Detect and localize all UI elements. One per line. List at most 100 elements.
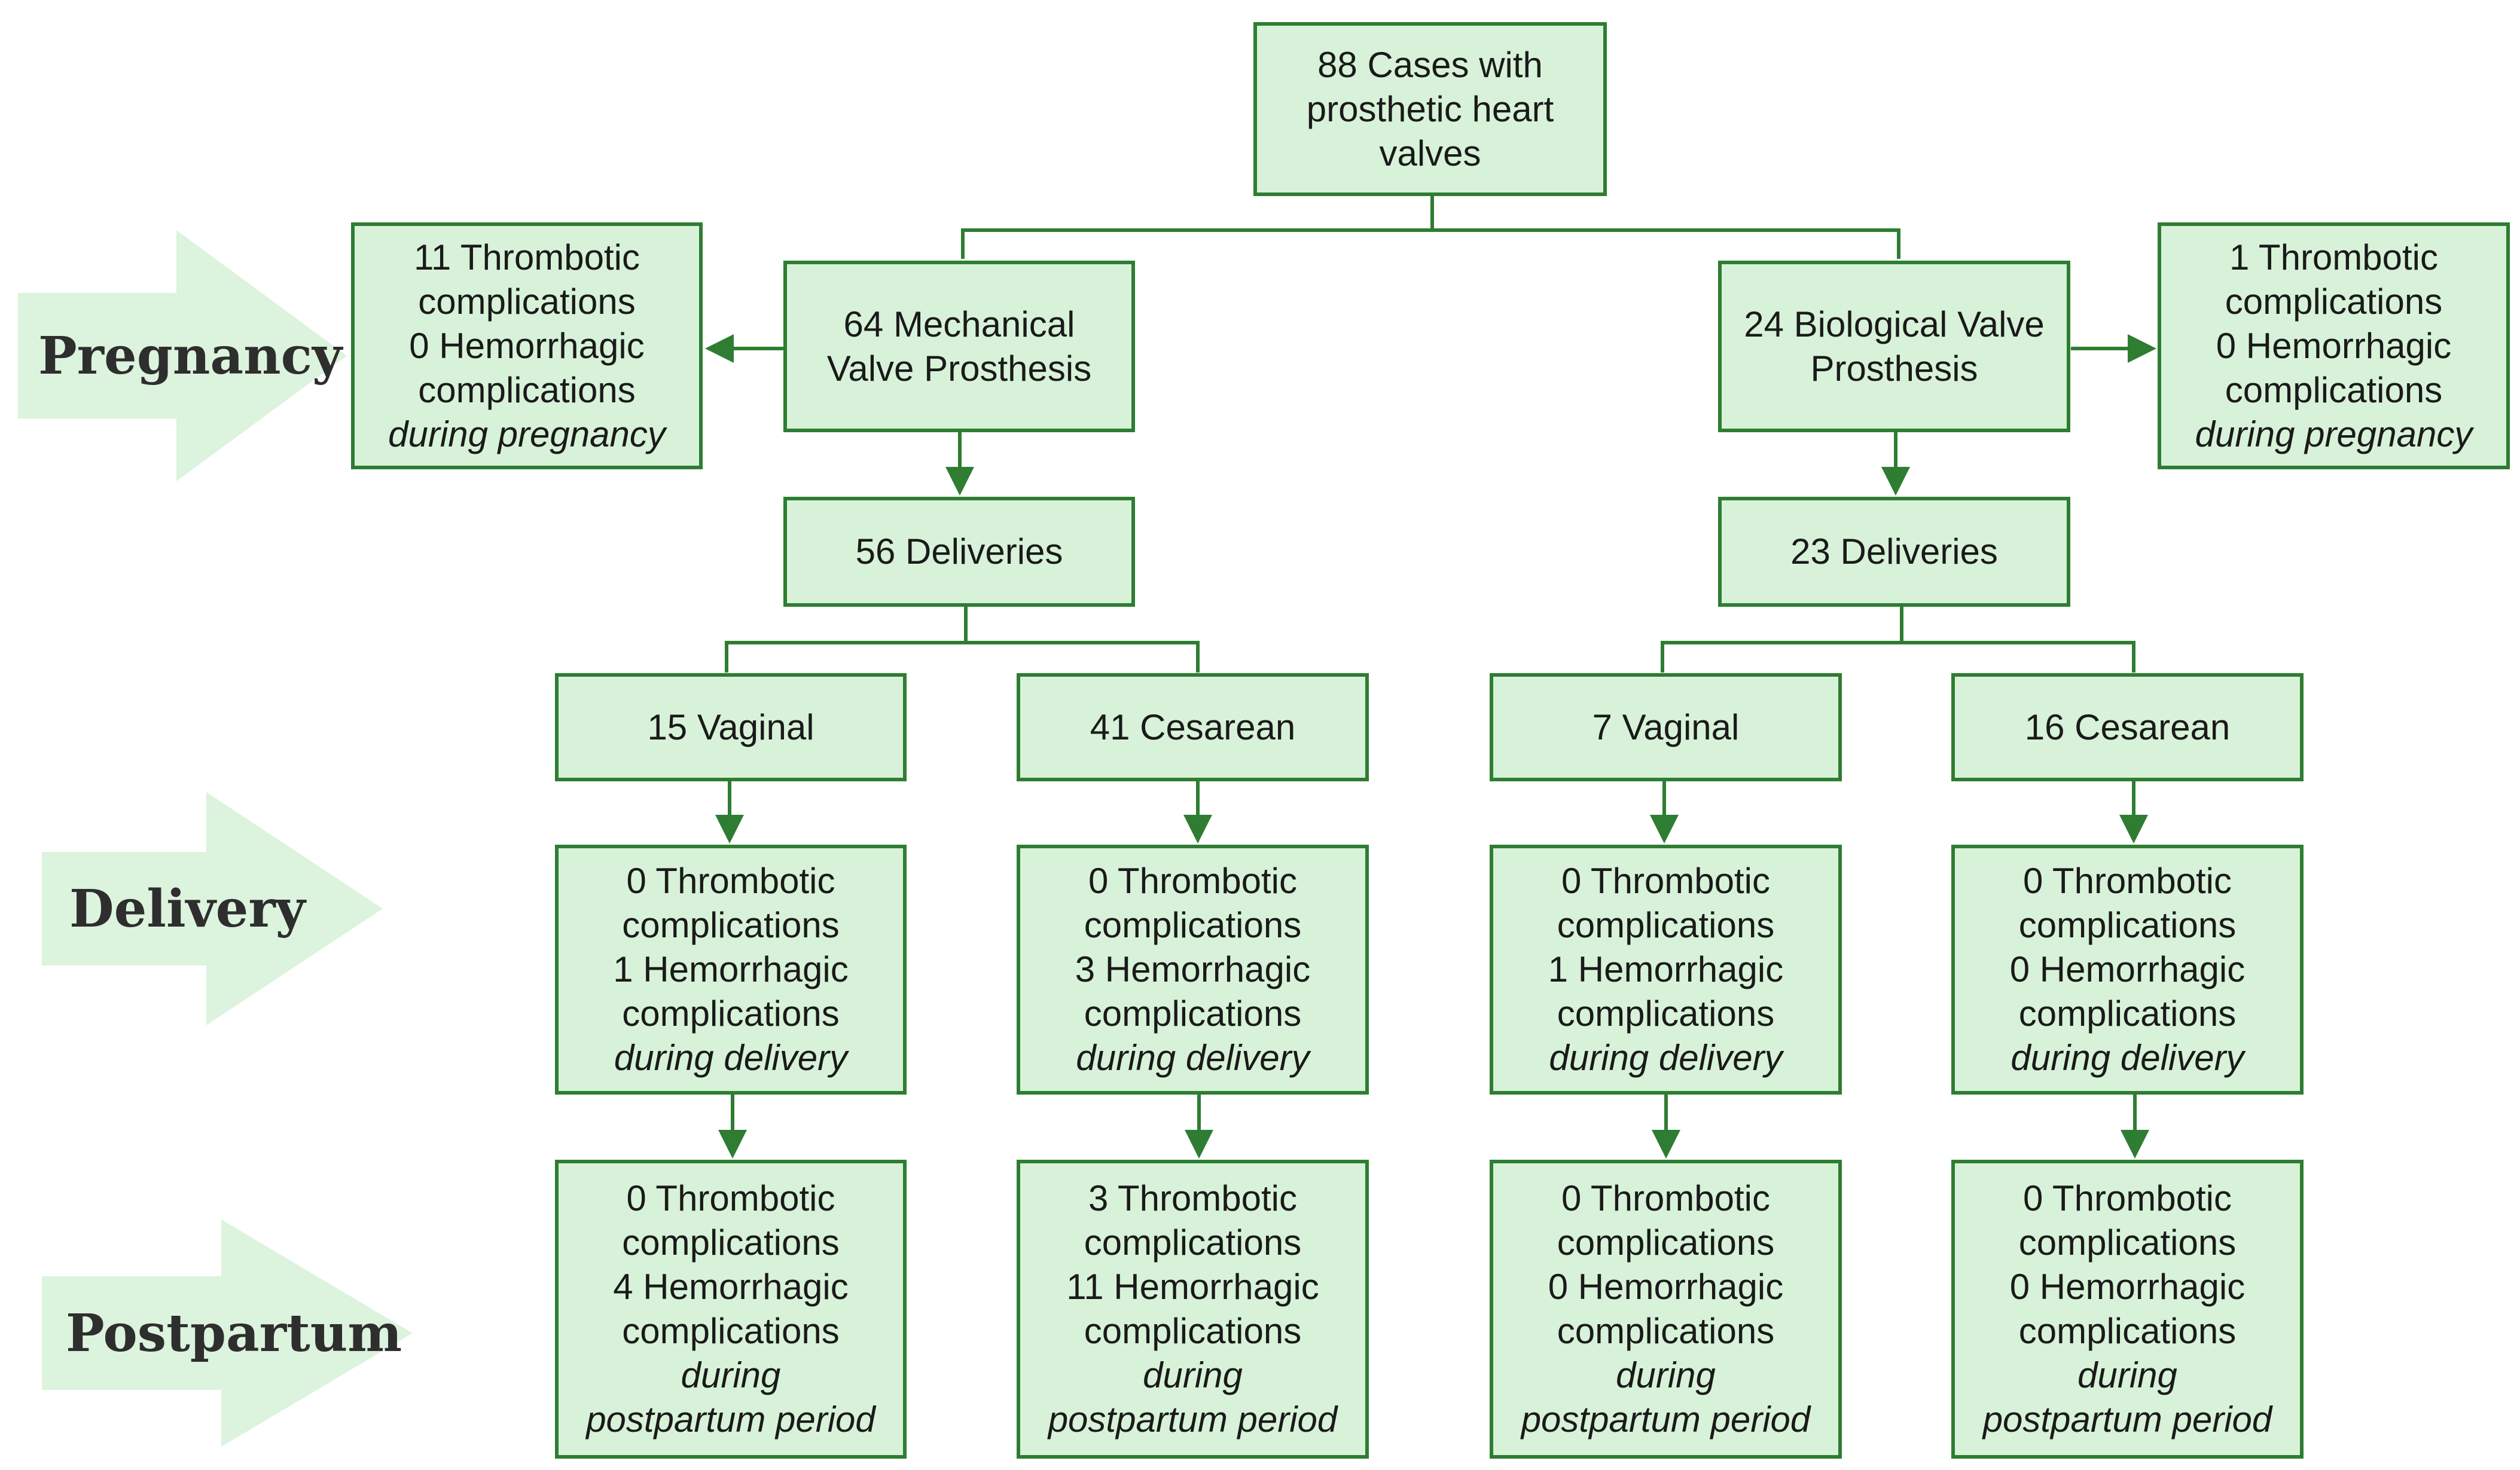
biological-valve-box: 24 Biological Valve Prosthesis [1718, 261, 2070, 432]
complication-line: 0 Thrombotic [2022, 861, 2232, 901]
complication-line: complications [622, 905, 840, 945]
complication-line: 0 Hemorrhagic [1548, 1267, 1784, 1307]
mechanical-valve-box: 64 Mechanical Valve Prosthesis [783, 261, 1135, 432]
biological-cesarean-postpartum-box: 0 Thrombotic complications 0 Hemorrhagic… [1951, 1160, 2304, 1459]
deliveries-label: 23 Deliveries [1790, 531, 1998, 572]
delivery-type-label: 15 Vaginal [647, 707, 814, 747]
deliveries-label: 56 Deliveries [855, 531, 1063, 572]
mechanical-vaginal-postpartum-box: 0 Thrombotic complications 4 Hemorrhagic… [555, 1160, 907, 1459]
period-line: during delivery [1076, 1038, 1310, 1078]
stage-pregnancy: Pregnancy [18, 230, 347, 481]
complication-line: complications [1084, 905, 1302, 945]
period-line: postpartum period [1048, 1399, 1338, 1440]
root-box: 88 Cases with prosthetic heart valves [1253, 22, 1607, 196]
bio-deliveries-split [1661, 607, 2135, 673]
stage-arrow-shape [42, 1220, 413, 1447]
mechanical-deliveries-box: 56 Deliveries [783, 497, 1135, 607]
biological-vaginal-box: 7 Vaginal [1490, 673, 1842, 781]
complication-line: 0 Thrombotic [1088, 861, 1298, 901]
complication-line: 0 Hemorrhagic [409, 325, 645, 366]
stage-arrow-shape [42, 792, 383, 1025]
root-line: valves [1379, 133, 1481, 173]
complication-line: complications [2018, 1223, 2237, 1263]
complication-line: complications [1557, 1311, 1775, 1351]
delivery-type-label: 41 Cesarean [1090, 707, 1296, 747]
valve-line: 24 Biological Valve [1744, 304, 2045, 344]
complication-line: 3 Thrombotic [1088, 1178, 1298, 1218]
mechanical-vaginal-delivery-box: 0 Thrombotic complications 1 Hemorrhagic… [555, 845, 907, 1095]
complication-line: complications [2225, 281, 2443, 322]
biological-vaginal-postpartum-box: 0 Thrombotic complications 0 Hemorrhagic… [1490, 1160, 1842, 1459]
complication-line: 0 Thrombotic [626, 1178, 835, 1218]
period-line: during delivery [1549, 1038, 1783, 1078]
complication-line: complications [418, 281, 636, 322]
complication-line: 11 Hemorrhagic [1066, 1267, 1319, 1307]
stage-delivery: Delivery [42, 792, 383, 1025]
stage-label-delivery: Delivery [69, 878, 306, 939]
complication-line: complications [2018, 1311, 2237, 1351]
complication-line: 1 Hemorrhagic [1548, 949, 1784, 989]
complication-line: complications [1084, 994, 1302, 1034]
valve-line: Valve Prosthesis [826, 348, 1092, 389]
root-line: prosthetic heart [1306, 88, 1554, 129]
complication-line: 0 Thrombotic [2022, 1178, 2232, 1218]
period-line: during delivery [614, 1038, 848, 1078]
complication-line: 1 Thrombotic [2229, 237, 2439, 277]
complication-line: 0 Thrombotic [1561, 1178, 1771, 1218]
complication-line: complications [1557, 905, 1775, 945]
stage-label-pregnancy: Pregnancy [38, 325, 342, 386]
complication-line: complications [622, 1311, 840, 1351]
complication-line: complications [418, 369, 636, 410]
complication-line: complications [1557, 1223, 1775, 1263]
valve-line: Prosthesis [1810, 348, 1978, 389]
complication-line: 0 Hemorrhagic [2009, 1267, 2246, 1307]
valve-line: 64 Mechanical [843, 304, 1075, 344]
biological-pregnancy-box: 1 Thrombotic complications 0 Hemorrhagic… [2158, 222, 2510, 469]
complication-line: 0 Thrombotic [1561, 861, 1771, 901]
complication-line: complications [1084, 1311, 1302, 1351]
delivery-type-label: 7 Vaginal [1592, 707, 1740, 747]
period-line: during [2077, 1355, 2177, 1395]
complication-line: complications [622, 994, 840, 1034]
complication-line: 0 Hemorrhagic [2216, 325, 2452, 366]
stage-arrow-shape [18, 230, 347, 481]
complication-line: complications [1557, 994, 1775, 1034]
root-line: 88 Cases with [1317, 44, 1543, 85]
complication-line: complications [2018, 905, 2237, 945]
complication-line: 0 Hemorrhagic [2009, 949, 2246, 989]
period-line: during [681, 1355, 781, 1395]
period-line: postpartum period [1521, 1399, 1811, 1440]
mech-deliveries-split [725, 607, 1200, 673]
period-line: during [1143, 1355, 1243, 1395]
complication-line: complications [622, 1223, 840, 1263]
period-line: postpartum period [586, 1399, 875, 1440]
period-line: during pregnancy [2195, 414, 2473, 454]
biological-deliveries-box: 23 Deliveries [1718, 497, 2070, 607]
stage-postpartum: Postpartum [42, 1220, 413, 1447]
root-split-connector [961, 196, 1900, 259]
complication-line: complications [1084, 1223, 1302, 1263]
complication-line: 4 Hemorrhagic [613, 1267, 849, 1307]
biological-vaginal-delivery-box: 0 Thrombotic complications 1 Hemorrhagic… [1490, 845, 1842, 1095]
complication-line: complications [2225, 369, 2443, 410]
mechanical-pregnancy-box: 11 Thrombotic complications 0 Hemorrhagi… [351, 222, 703, 469]
biological-cesarean-box: 16 Cesarean [1951, 673, 2304, 781]
period-line: during pregnancy [388, 414, 666, 454]
mechanical-cesarean-postpartum-box: 3 Thrombotic complications 11 Hemorrhagi… [1017, 1160, 1369, 1459]
period-line: during delivery [2010, 1038, 2244, 1078]
stage-label-postpartum: Postpartum [66, 1303, 402, 1364]
mechanical-vaginal-box: 15 Vaginal [555, 673, 907, 781]
period-line: during [1616, 1355, 1716, 1395]
delivery-type-label: 16 Cesarean [2024, 707, 2231, 747]
biological-cesarean-delivery-box: 0 Thrombotic complications 0 Hemorrhagic… [1951, 845, 2304, 1095]
complication-line: 11 Thrombotic [414, 237, 640, 277]
complication-line: complications [2018, 994, 2237, 1034]
complication-line: 1 Hemorrhagic [613, 949, 849, 989]
period-line: postpartum period [1982, 1399, 2272, 1440]
complication-line: 3 Hemorrhagic [1075, 949, 1311, 989]
mechanical-cesarean-box: 41 Cesarean [1017, 673, 1369, 781]
mechanical-cesarean-delivery-box: 0 Thrombotic complications 3 Hemorrhagic… [1017, 845, 1369, 1095]
complication-line: 0 Thrombotic [626, 861, 835, 901]
